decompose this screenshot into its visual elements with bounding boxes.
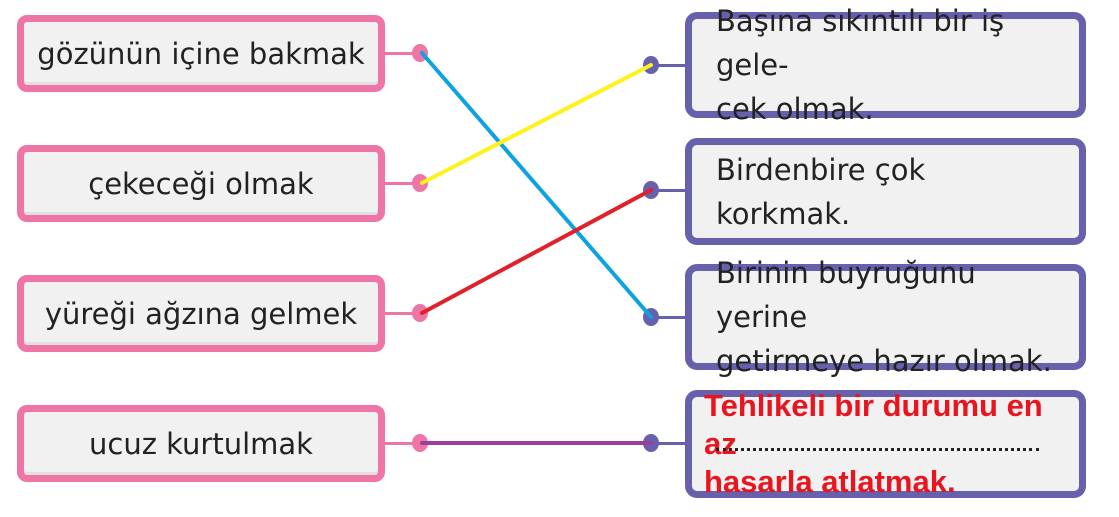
right-item-line: Birinin buyruğunu yerine — [716, 256, 976, 334]
right-item-line: cek olmak. — [716, 92, 874, 126]
left-item-1: gözünün içine bakmak — [17, 15, 385, 92]
right-item-2: Birdenbire çok korkmak. — [685, 138, 1086, 245]
connection-line-3 — [420, 188, 653, 315]
connection-line-1 — [420, 51, 653, 319]
left-item-label: gözünün içine bakmak — [37, 36, 365, 71]
right-item-3: Birinin buyruğunu yerine getirmeye hazır… — [685, 256, 1086, 378]
answer-line: Tehlikeli bir durumu en az — [704, 388, 1043, 461]
right-connector-stub — [655, 64, 685, 67]
right-item-line: Başına sıkıntılı bir iş gele- — [716, 4, 1005, 82]
right-connector-stub — [655, 189, 685, 192]
left-connector-stub — [385, 52, 415, 55]
left-item-3: yüreği ağzına gelmek — [17, 275, 385, 352]
left-connector-stub — [385, 442, 415, 445]
connection-line-2 — [420, 63, 653, 185]
right-item-4-answer: Tehlikeli bir durumu en az hasarla atlat… — [685, 388, 1086, 499]
answer-dotted-line — [716, 448, 1039, 451]
left-connector-stub — [385, 312, 415, 315]
right-item-line: getirmeye hazır olmak. — [716, 344, 1052, 378]
answer-line: hasarla atlatmak. — [704, 464, 956, 499]
right-connector-stub — [655, 442, 685, 445]
right-item-line: Birdenbire çok korkmak. — [716, 152, 926, 231]
left-item-label: ucuz kurtulmak — [89, 426, 313, 461]
left-connector-stub — [385, 182, 415, 185]
right-connector-stub — [655, 316, 685, 319]
left-item-label: çekeceği olmak — [88, 166, 314, 201]
left-item-4: ucuz kurtulmak — [17, 405, 385, 482]
left-item-2: çekeceği olmak — [17, 145, 385, 222]
right-item-1: Başına sıkıntılı bir iş gele- cek olmak. — [685, 4, 1086, 126]
left-item-label: yüreği ağzına gelmek — [44, 296, 358, 331]
